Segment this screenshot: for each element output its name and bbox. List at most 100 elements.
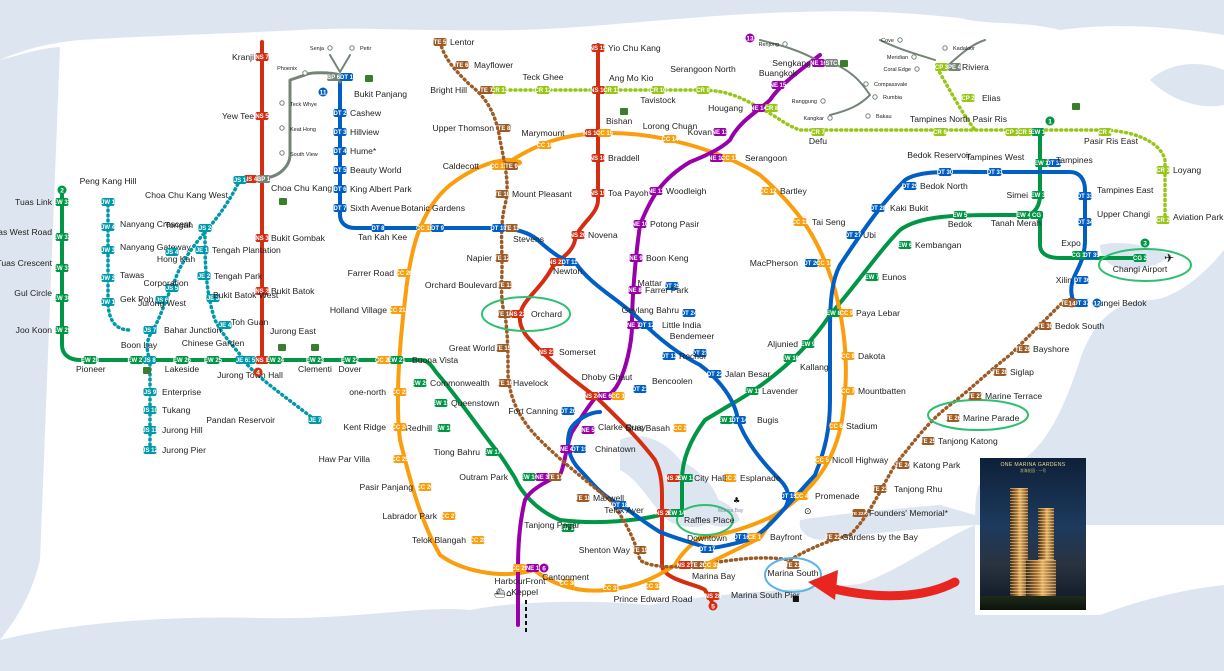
station-tuas-west-road[interactable]: EW 32Tuas West Road [0, 227, 72, 241]
station-cove[interactable]: Cove [881, 37, 903, 44]
station-renjong[interactable]: Renjong [759, 41, 788, 48]
station-kangkar[interactable]: Kangkar [804, 115, 833, 122]
station-coral-edge[interactable]: Coral Edge [883, 66, 920, 73]
station-petir[interactable]: Petir [349, 45, 372, 52]
station-teck-whye[interactable]: Teck Whye [279, 100, 317, 108]
station-compassvale[interactable]: Compassvale [863, 81, 908, 88]
station-ranggung[interactable]: Ranggung [792, 98, 826, 105]
